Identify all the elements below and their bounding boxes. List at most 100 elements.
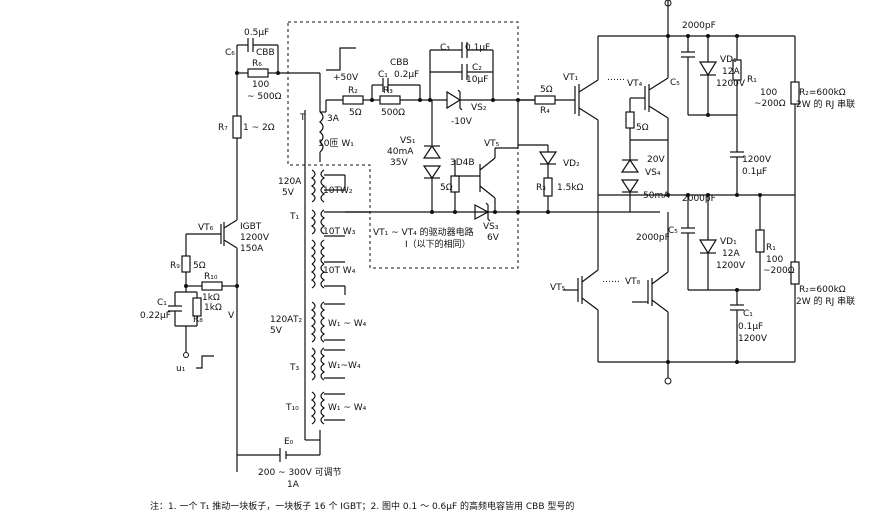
r1-bottom-label: R₁ — [766, 243, 776, 253]
t-label: T — [299, 113, 306, 123]
w2-label: 10TW₂ — [323, 186, 353, 196]
vd1-bottom-diode — [698, 239, 718, 255]
c2000-left: 2000pF — [636, 233, 670, 243]
r2-bottom-label: R₂=600kΩ — [799, 285, 846, 295]
dots-top: …… — [607, 73, 625, 83]
vs1-zener — [422, 144, 442, 159]
t2-spec-a: 120A — [270, 315, 294, 325]
w4-label: 10T W₄ — [323, 266, 356, 276]
vs2-label: VS₂ — [471, 103, 487, 113]
t10-coils — [310, 391, 326, 425]
r7-label: R₇ — [218, 123, 228, 133]
transformer-column — [304, 110, 370, 441]
vt5-bottom-label: VT₅ — [550, 283, 566, 293]
vs3-value: 6V — [487, 233, 500, 243]
igbt-current: 150A — [240, 244, 264, 254]
vs2-zener — [446, 90, 462, 110]
vt6-label: VT₆ — [198, 223, 214, 233]
w1w4-t2: W₁ ~ W₄ — [328, 319, 367, 329]
t3-coils — [310, 347, 326, 381]
vs3-label: VS₃ — [483, 222, 499, 232]
r3-value: 500Ω — [381, 108, 405, 118]
3d4b-label: 3D4B — [450, 158, 475, 168]
cbb-top-label: CBB — [390, 58, 409, 68]
c2000-top: 2000pF — [682, 21, 716, 31]
w3-label: 10T W₃ — [323, 227, 356, 237]
c2000-mid: 2000pF — [682, 194, 716, 204]
r6-resistor — [247, 68, 269, 78]
t10-label: T₁₀ — [285, 403, 299, 413]
w1w4-t10: W₁ ~ W₄ — [328, 403, 367, 413]
u1-label: u₁ — [176, 364, 186, 374]
vd1-top-diode — [698, 61, 718, 77]
r9-value: 5Ω — [193, 261, 206, 271]
e0-label: E₀ — [284, 437, 294, 447]
vs4-voltage: 20V — [647, 155, 665, 165]
r10-value: 1kΩ — [202, 293, 220, 303]
c3-value: 0.1μF — [465, 43, 490, 53]
vs4-zener — [620, 158, 640, 173]
c6-type: CBB — [256, 48, 275, 58]
r1-bottom-value: 100 — [766, 255, 783, 265]
igbt-label: IGBT — [240, 222, 262, 232]
vd2-label: VD₂ — [563, 159, 580, 169]
vt8-label: VT₈ — [625, 277, 641, 287]
c1-mid-value: 0.2μF — [394, 70, 419, 80]
vs4-current: 50mA — [643, 191, 670, 201]
c6-value: 0.5μF — [244, 28, 269, 38]
vt1-label: VT₁ — [563, 73, 579, 83]
r9-label: R₉ — [170, 261, 180, 271]
r2-top-note: 2W 的 RJ 串联 — [796, 98, 855, 110]
r10-resistor — [201, 281, 223, 291]
vs1-current: 40mA — [387, 147, 414, 157]
transformer-t-coils — [319, 111, 324, 153]
r6-range: ~ 500Ω — [247, 92, 282, 102]
c-mid-uf: 0.1μF — [742, 167, 767, 177]
driver-label: VT₁ ~ VT₄ 的驱动器电路 — [373, 226, 474, 238]
r3-label: R₃ — [383, 86, 393, 96]
r7-resistor — [232, 115, 242, 139]
r6-value: 100 — [252, 80, 269, 90]
w1-label: 10匝 W₁ — [318, 138, 354, 149]
t3-label: T₃ — [289, 363, 299, 373]
c5-bottom-label: C₅ — [668, 226, 678, 236]
r8-resistor — [192, 297, 202, 317]
c5-top-label: C₅ — [670, 78, 680, 88]
vs4-label: VS₄ — [645, 168, 661, 178]
r5-value: 5Ω — [440, 183, 453, 193]
r1-top-value: 100 — [760, 88, 777, 98]
r1-top-label: R₁ — [747, 75, 757, 85]
supply-current: 1A — [287, 480, 300, 490]
c1-left-label: C₁ — [157, 298, 167, 308]
vt5-label: VT₅ — [484, 139, 500, 149]
r1-top-range: ~200Ω — [754, 99, 786, 109]
r3-right-value: 1.5kΩ — [557, 183, 584, 193]
supply-label: 200 ~ 300V 可调节 — [258, 467, 342, 478]
input-pulse — [196, 355, 214, 369]
r4-value: 5Ω — [540, 85, 553, 95]
t2-label: T₂ — [292, 315, 302, 325]
left-stage — [168, 38, 321, 472]
r10-label: R₁₀ — [204, 272, 218, 282]
c6-label: C₆ — [225, 48, 235, 58]
vd1-bottom-current: 12A — [722, 249, 740, 259]
vd2-diode — [538, 151, 558, 166]
vs1-label: VS₁ — [400, 136, 416, 146]
c3-label: C₃ — [440, 43, 450, 53]
r-5ohm-label: 5Ω — [636, 123, 649, 133]
r2-top-label: R₂=600kΩ — [799, 88, 846, 98]
vd1-top-voltage: 1200V — [716, 79, 746, 89]
w1w4-t3: W₁~W₄ — [328, 361, 361, 371]
upper-chain — [518, 0, 800, 212]
r4-resistor — [534, 95, 556, 105]
c1-bottom-voltage: 1200V — [738, 334, 768, 344]
r3-resistor — [379, 95, 401, 105]
t2-coils — [310, 301, 326, 343]
t2-spec-v: 5V — [270, 326, 283, 336]
r8-value: 1kΩ — [204, 303, 222, 313]
vt4-label: VT₄ — [627, 79, 643, 89]
r7-value: 1 ~ 2Ω — [243, 123, 275, 133]
igbt-voltage: 1200V — [240, 233, 270, 243]
c1-bottom-label: C₁ — [743, 309, 753, 319]
t-current: 3A — [327, 114, 340, 124]
